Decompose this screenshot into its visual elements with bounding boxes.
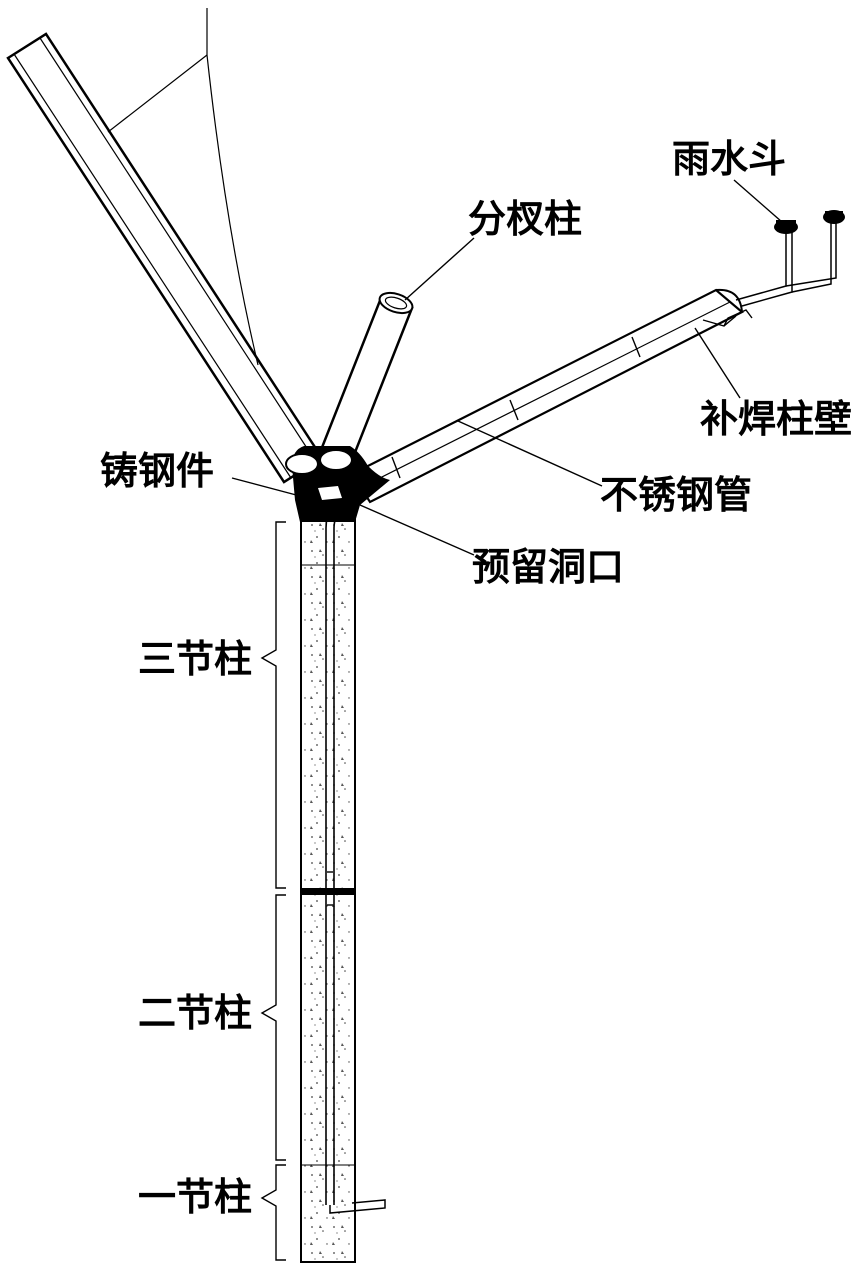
label-section-two: 二节柱	[138, 991, 253, 1035]
cast-steel-node	[285, 446, 390, 522]
label-stainless-pipe: 不锈钢管	[600, 473, 753, 517]
label-weld-column-wall: 补焊柱壁	[700, 397, 853, 441]
section-braces	[260, 521, 286, 1261]
tension-cables	[107, 8, 259, 366]
label-rain-hopper: 雨水斗	[672, 137, 787, 181]
leader-lines	[231, 179, 783, 556]
rain-hopper-piping	[735, 222, 837, 307]
label-reserved-hole: 预留洞口	[472, 545, 625, 589]
branch-column	[319, 291, 414, 462]
label-section-three: 三节柱	[138, 637, 253, 681]
rain-hopper	[774, 210, 845, 234]
label-section-one: 一节柱	[138, 1175, 253, 1219]
left-inclined-column	[6, 32, 324, 484]
main-column	[300, 519, 356, 1263]
label-branch-column: 分杈柱	[468, 197, 583, 241]
column-splice-joint	[300, 888, 356, 895]
right-inclined-arm	[350, 288, 753, 504]
label-cast-steel: 铸钢件	[100, 449, 215, 493]
